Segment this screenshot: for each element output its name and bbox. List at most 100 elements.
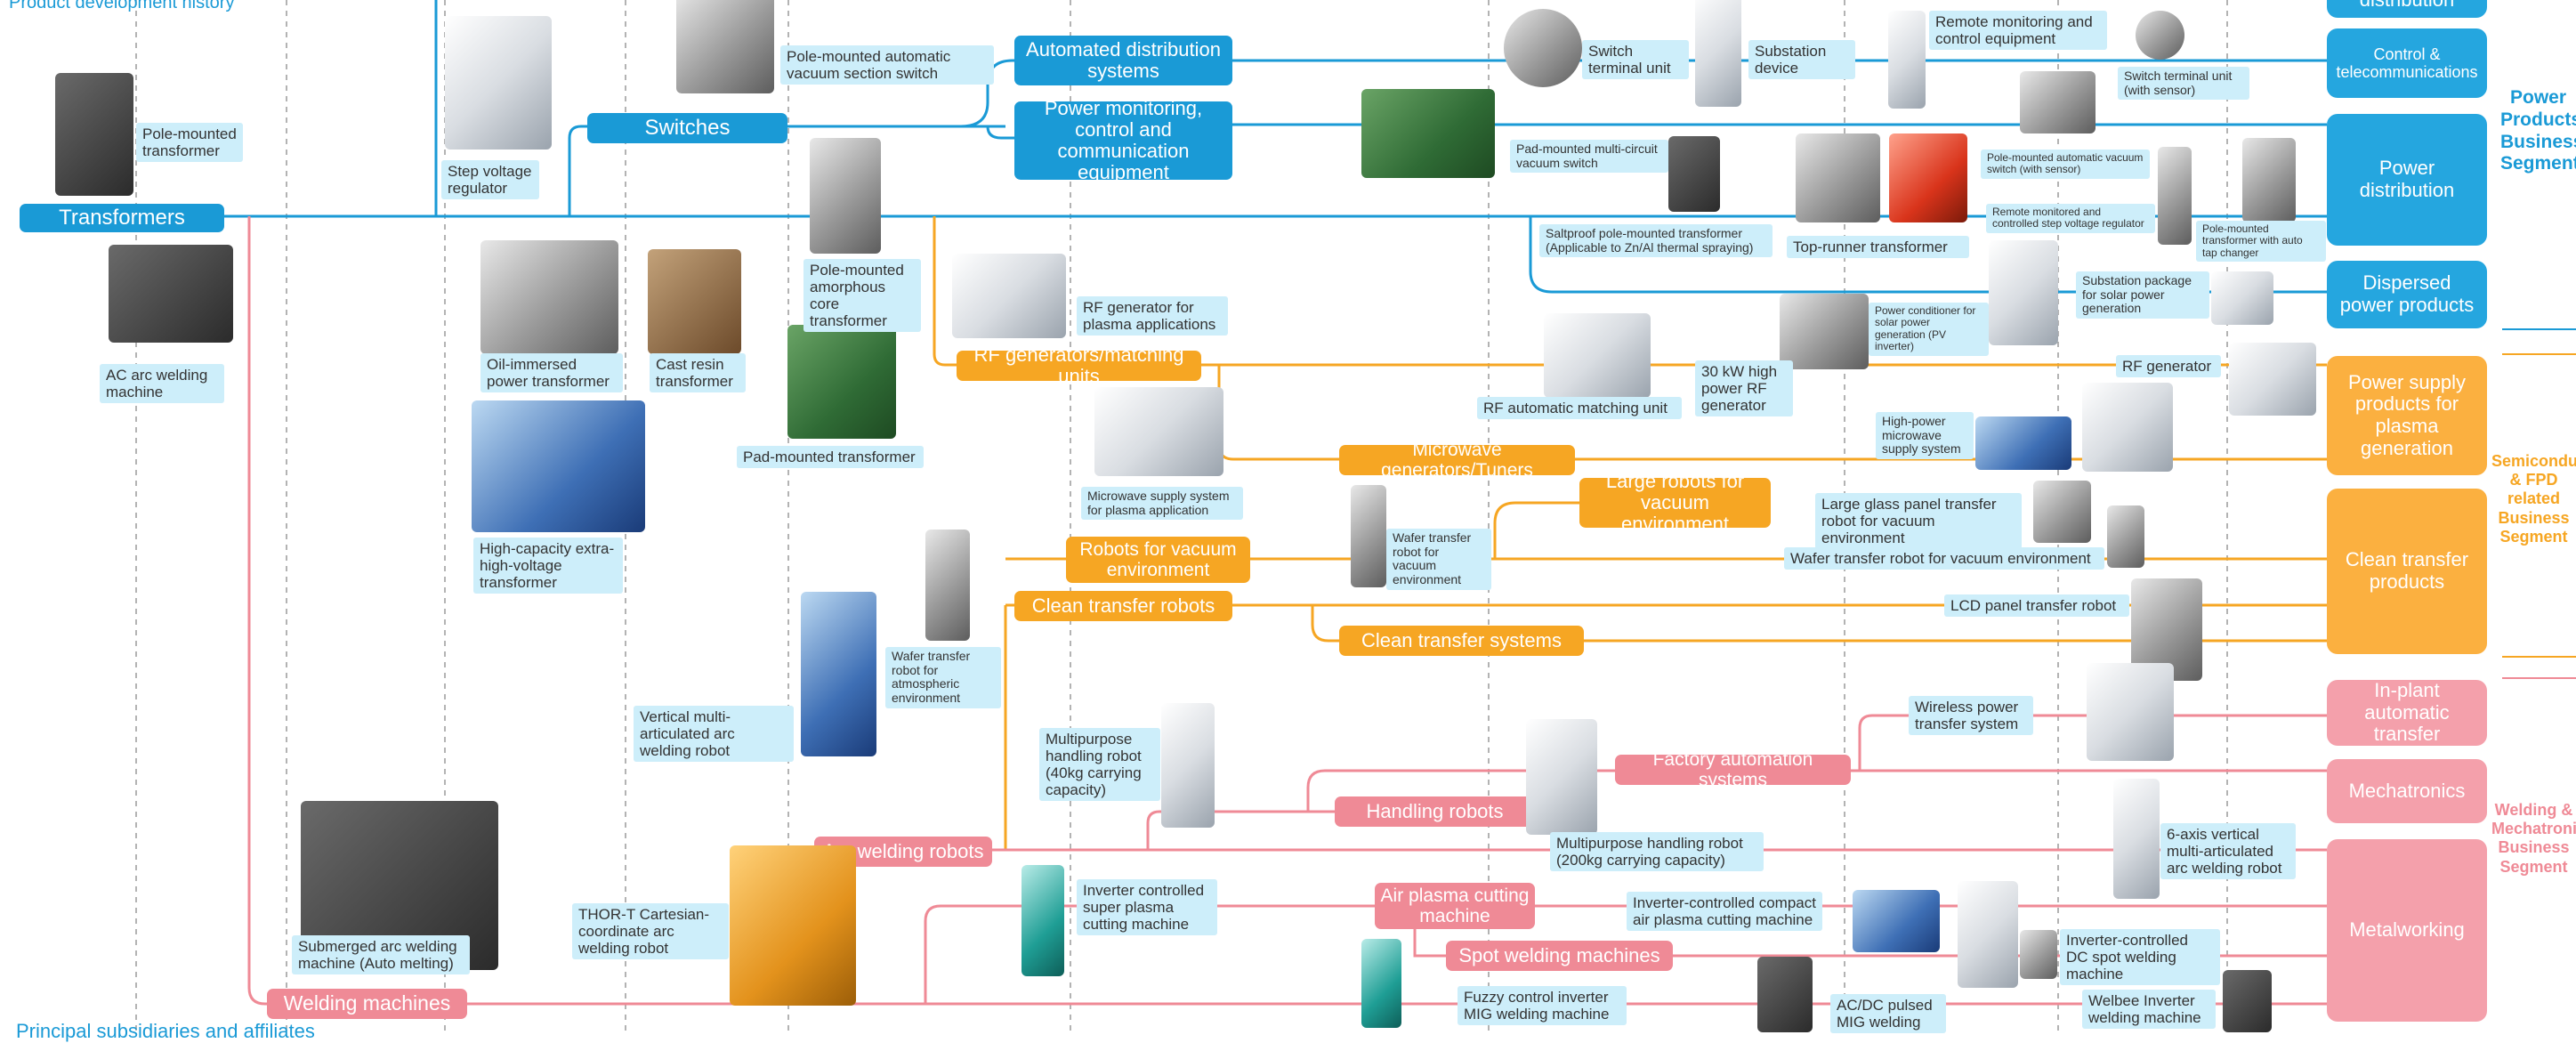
fuzzy-mig-photo bbox=[1361, 939, 1401, 1028]
node-robots-vacuum: Robots for vacuum environment bbox=[1066, 537, 1250, 583]
label-compact-plasma: Inverter-controlled compact air plasma c… bbox=[1627, 892, 1822, 932]
category-power-supply-plasma: Power supply products for plasma generat… bbox=[2327, 356, 2487, 475]
node-clean-transfer-systems: Clean transfer systems bbox=[1339, 626, 1584, 656]
microwave-supply-photo bbox=[1094, 387, 1223, 476]
label-fuzzy-mig: Fuzzy control inverter MIG welding machi… bbox=[1458, 986, 1627, 1026]
node-handling-robots: Handling robots bbox=[1335, 796, 1535, 827]
ac-arc-welder-photo bbox=[109, 245, 233, 343]
node-clean-transfer-robots: Clean transfer robots bbox=[1014, 591, 1232, 621]
label-remote-monitoring: Remote monitoring and control equipment bbox=[1929, 11, 2107, 51]
label-wireless: Wireless power transfer system bbox=[1909, 696, 2033, 736]
wafer-atmos-robot-photo bbox=[925, 530, 970, 641]
toprunner-transformer-photo bbox=[1796, 133, 1880, 222]
solar-package-unit-photo bbox=[2211, 271, 2273, 325]
microwave-system-photo bbox=[2082, 383, 2173, 472]
node-welding-machines: Welding machines bbox=[267, 989, 467, 1019]
step-voltage-photo bbox=[445, 16, 552, 150]
label-large-glass: Large glass panel transfer robot for vac… bbox=[1815, 493, 2022, 550]
label-wafer-atmos: Wafer transfer robot for atmospheric env… bbox=[885, 647, 1001, 708]
node-automated-distribution: Automated distribution systems bbox=[1014, 36, 1232, 85]
node-switches: Switches bbox=[587, 113, 787, 143]
welbee-photo bbox=[2223, 970, 2272, 1032]
segment-power-label: Power Products Business Segment bbox=[2500, 87, 2576, 174]
rf-generator-photo bbox=[2229, 343, 2316, 416]
label-power-conditioner: Power conditioner for solar power genera… bbox=[1869, 303, 1989, 356]
label-switch-terminal-sensor: Switch terminal unit (with sensor) bbox=[2118, 67, 2249, 101]
toprunner-red-photo bbox=[1889, 133, 1967, 222]
pad-multi-switch-photo bbox=[1668, 136, 1720, 212]
label-substation-device: Substation device bbox=[1748, 40, 1855, 80]
compact-plasma-photo bbox=[1853, 890, 1940, 952]
label-welbee: Welbee Inverter welding machine bbox=[2082, 990, 2216, 1030]
remote-monitoring-photo bbox=[1888, 11, 1926, 109]
high-power-microwave-photo bbox=[1975, 416, 2071, 470]
label-lcd-panel: LCD panel transfer robot bbox=[1944, 594, 2129, 618]
pole-vacuum-switch-photo bbox=[676, 0, 774, 93]
dc-spot-photo bbox=[1958, 881, 2018, 988]
node-factory-automation: Factory automation systems bbox=[1615, 749, 1851, 790]
label-rf-30kw: 30 kW high power RF generator bbox=[1695, 360, 1793, 417]
wireless-power-photo bbox=[2087, 663, 2174, 761]
category-metalworking: Metalworking bbox=[2327, 839, 2487, 1022]
label-thor: THOR-T Cartesian-coordinate arc welding … bbox=[572, 903, 729, 960]
thor-robot-photo bbox=[730, 845, 856, 1006]
label-wafer-vacuum-small: Wafer transfer robot for vacuum environm… bbox=[1386, 529, 1491, 590]
label-six-axis: 6-axis vertical multi-articulated arc we… bbox=[2160, 823, 2296, 880]
label-mw-supply: Microwave supply system for plasma appli… bbox=[1081, 487, 1243, 521]
label-saltproof: Saltproof pole-mounted transformer (Appl… bbox=[1539, 224, 1773, 258]
switch-terminal-sensor-photo bbox=[2136, 11, 2184, 60]
label-step-voltage: Step voltage regulator bbox=[441, 160, 539, 200]
label-cast-resin: Cast resin transformer bbox=[650, 353, 746, 393]
multipurpose-40-robot-photo bbox=[1161, 703, 1215, 828]
footer-caption: Principal subsidiaries and affiliates bbox=[16, 1020, 315, 1042]
label-substation-package: Substation package for solar power gener… bbox=[2076, 271, 2209, 319]
acdc-mig-photo bbox=[1757, 957, 1813, 1032]
label-dc-spot: Inverter-controlled DC spot welding mach… bbox=[2060, 929, 2220, 986]
category-inplant-transfer: In-plant automatic transfer bbox=[2327, 679, 2487, 746]
super-plasma-photo bbox=[1022, 865, 1064, 976]
label-pad-transformer: Pad-mounted transformer bbox=[737, 446, 924, 469]
label-rf-generator: RF generator bbox=[2116, 355, 2221, 378]
power-conditioner-photo bbox=[1780, 294, 1869, 369]
label-high-capacity: High-capacity extra-high-voltage transfo… bbox=[473, 538, 623, 594]
substation-device-photo bbox=[1695, 0, 1741, 107]
dc-spot-controller-photo bbox=[2020, 930, 2057, 979]
label-submerged: Submerged arc welding machine (Auto melt… bbox=[292, 935, 470, 975]
pole-auto-sensor-photo bbox=[2020, 71, 2096, 133]
power-monitoring-cabinet-photo bbox=[1361, 89, 1495, 178]
label-pole-auto-sensor: Pole-mounted automatic vacuum switch (wi… bbox=[1981, 150, 2150, 179]
label-rf-matching: RF automatic matching unit bbox=[1477, 397, 1682, 420]
node-air-plasma: Air plasma cutting machine bbox=[1375, 883, 1535, 929]
high-capacity-transformer-photo bbox=[472, 400, 645, 532]
substation-package-photo bbox=[1989, 240, 2058, 345]
rf-matching-unit-photo bbox=[1544, 313, 1651, 398]
label-oil-immersed: Oil-immersed power transformer bbox=[480, 353, 623, 393]
oil-immersed-transformer-photo bbox=[480, 240, 618, 354]
switch-terminal-photo bbox=[1504, 9, 1582, 87]
label-remote-step: Remote monitored and controlled step vol… bbox=[1986, 204, 2155, 233]
label-pole-vacuum-switch: Pole-mounted automatic vacuum section sw… bbox=[780, 45, 994, 85]
label-switch-terminal: Switch terminal unit bbox=[1582, 40, 1689, 80]
label-inverter-plasma: Inverter controlled super plasma cutting… bbox=[1077, 879, 1217, 936]
label-pole-transformer: Pole-mounted transformer bbox=[136, 123, 243, 163]
pole-tap-transformer-photo bbox=[2242, 138, 2296, 222]
wafer-vacuum-robot2-photo bbox=[2107, 505, 2144, 568]
category-clean-transfer: Clean transfer products bbox=[2327, 489, 2487, 654]
node-spot-welding: Spot welding machines bbox=[1446, 941, 1673, 971]
category-distribution: distribution bbox=[2327, 0, 2487, 18]
wafer-vacuum-robot-photo bbox=[1351, 485, 1386, 587]
rf-plasma-generator-photo bbox=[952, 254, 1066, 338]
label-amorphous: Pole-mounted amorphous core transformer bbox=[803, 259, 921, 333]
node-rf-generators: RF generators/matching units bbox=[957, 344, 1201, 387]
label-acdc-mig: AC/DC pulsed MIG welding bbox=[1830, 994, 1946, 1034]
multipurpose-200-robot-photo bbox=[1526, 719, 1597, 835]
node-transformers: Transformers bbox=[20, 204, 224, 232]
cast-resin-transformer-photo bbox=[648, 249, 741, 354]
category-dispersed-power: Dispersed power products bbox=[2327, 261, 2487, 328]
label-high-power-mw: High-power microwave supply system bbox=[1876, 412, 1974, 460]
label-multipurpose-200: Multipurpose handling robot (200kg carry… bbox=[1550, 832, 1764, 872]
segment-welding-label: Welding & Mechatronics Business Segment bbox=[2491, 801, 2576, 876]
node-large-robots-vacuum: Large robots for vacuum environment bbox=[1579, 470, 1771, 535]
header-caption: Product development history bbox=[9, 0, 235, 12]
amorphous-transformer-photo bbox=[810, 138, 881, 254]
